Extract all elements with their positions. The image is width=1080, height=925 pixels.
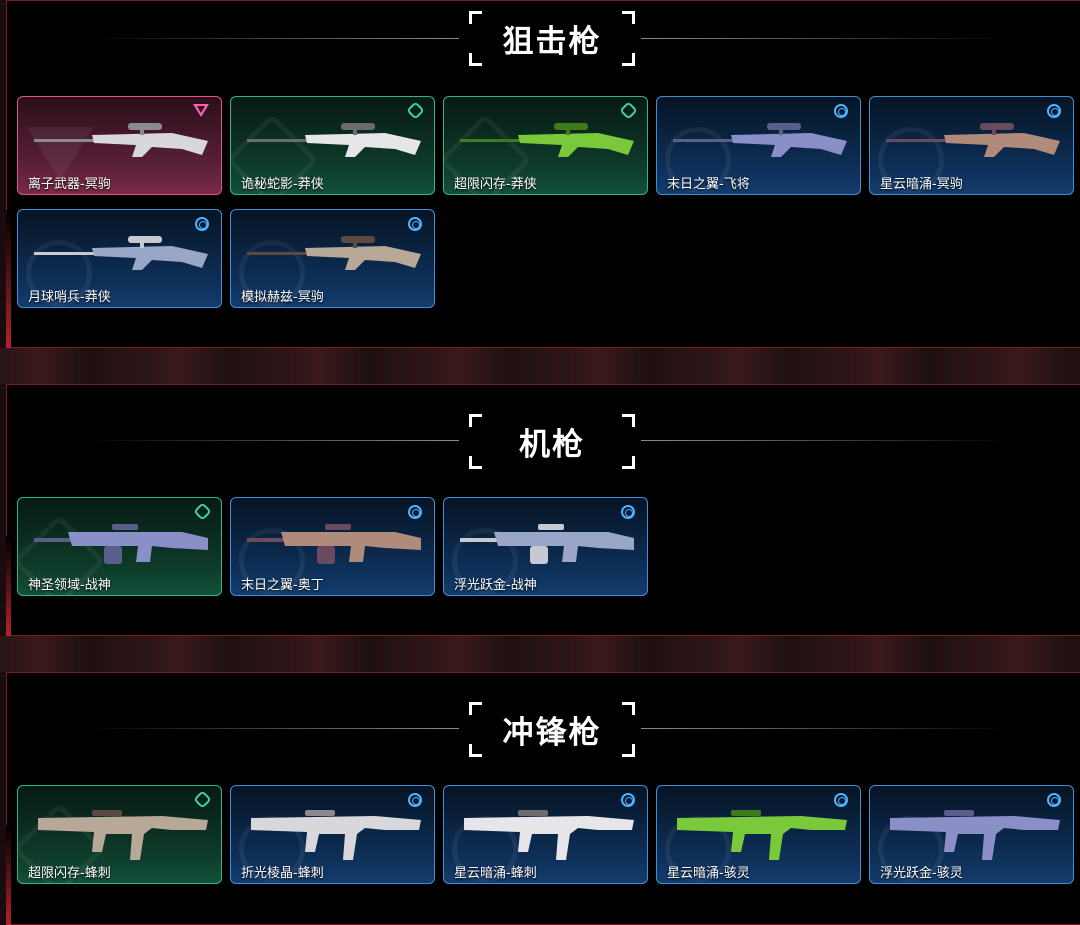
rarity-circle-icon	[621, 505, 635, 519]
weapon-image	[34, 236, 208, 270]
rarity-triangle-icon	[193, 104, 209, 117]
rarity-circle-icon	[834, 793, 848, 807]
section-title-frame: 狙击枪	[469, 11, 635, 66]
section-title: 狙击枪	[502, 24, 602, 60]
rarity-circle-icon	[834, 104, 848, 118]
rarity-circle-icon	[408, 505, 422, 519]
section-title-frame: 冲锋枪	[469, 702, 635, 757]
weapon-art	[32, 111, 210, 175]
section-title-frame: 机枪	[469, 414, 635, 469]
section-header: 冲锋枪	[7, 673, 1080, 757]
tier-watermark	[26, 127, 94, 179]
section-title: 机枪	[519, 427, 585, 463]
header-divider	[87, 728, 459, 729]
background-strip	[0, 636, 1080, 672]
weapon-skin-name: 星云暗涌-蜂刺	[454, 866, 537, 881]
weapon-skin-card[interactable]: 模拟赫兹-冥驹	[230, 209, 435, 308]
weapon-art	[32, 800, 210, 864]
weapon-image	[890, 810, 1060, 860]
section-header: 机枪	[7, 385, 1080, 469]
weapon-art	[245, 111, 423, 175]
weapon-skin-name: 折光棱晶-蜂刺	[241, 866, 324, 881]
weapon-art	[245, 800, 423, 864]
weapon-skin-name: 诡秘蛇影-莽侠	[241, 177, 324, 192]
section-sniper: 狙击枪 离子武器-冥驹 诡秘蛇影-莽侠 超限闪存-莽侠 末日之翼-飞将 星云暗涌…	[6, 0, 1080, 348]
weapon-image	[460, 524, 634, 564]
weapon-skin-card[interactable]: 超限闪存-莽侠	[443, 96, 648, 195]
weapon-skin-name: 离子武器-冥驹	[28, 177, 111, 192]
weapon-skin-name: 浮光跃金-骇灵	[880, 866, 963, 881]
weapon-image	[251, 810, 421, 860]
weapon-skin-card[interactable]: 星云暗涌-蜂刺	[443, 785, 648, 884]
rarity-circle-icon	[1047, 793, 1061, 807]
weapon-skin-card[interactable]: 超限闪存-蜂刺	[17, 785, 222, 884]
section-title: 冲锋枪	[502, 715, 602, 751]
weapon-skin-name: 超限闪存-莽侠	[454, 177, 537, 192]
weapon-skin-name: 星云暗涌-冥驹	[880, 177, 963, 192]
header-divider	[87, 440, 459, 441]
background-strip	[0, 348, 1080, 384]
weapon-image	[464, 810, 634, 860]
weapon-skin-card[interactable]: 折光棱晶-蜂刺	[230, 785, 435, 884]
tier-watermark	[239, 528, 305, 594]
weapon-skin-card[interactable]: 神圣领域-战神	[17, 497, 222, 596]
weapon-image	[460, 123, 634, 157]
weapon-skin-card[interactable]: 诡秘蛇影-莽侠	[230, 96, 435, 195]
header-divider	[87, 38, 459, 39]
weapon-skin-card[interactable]: 星云暗涌-冥驹	[869, 96, 1074, 195]
weapon-skin-card[interactable]: 末日之翼-奥丁	[230, 497, 435, 596]
weapon-art	[32, 512, 210, 576]
rarity-circle-icon	[1047, 104, 1061, 118]
header-divider	[641, 440, 1013, 441]
weapon-skin-card[interactable]: 浮光跃金-战神	[443, 497, 648, 596]
weapon-art	[884, 800, 1062, 864]
weapon-skin-card[interactable]: 末日之翼-飞将	[656, 96, 861, 195]
weapon-image	[247, 123, 421, 157]
weapon-art	[884, 111, 1062, 175]
weapon-image	[677, 810, 847, 860]
rarity-circle-icon	[621, 793, 635, 807]
weapon-image	[34, 524, 208, 564]
weapon-skin-card[interactable]: 浮光跃金-骇灵	[869, 785, 1074, 884]
weapon-art	[245, 512, 423, 576]
tier-watermark	[452, 528, 518, 594]
weapon-image	[673, 123, 847, 157]
weapon-skin-name: 模拟赫兹-冥驹	[241, 290, 324, 305]
section-header: 狙击枪	[7, 1, 1080, 81]
rarity-circle-icon	[195, 217, 209, 231]
weapon-art	[671, 111, 849, 175]
weapon-image	[34, 123, 208, 157]
header-divider	[641, 728, 1013, 729]
weapon-skin-name: 超限闪存-蜂刺	[28, 866, 111, 881]
weapon-image	[886, 123, 1060, 157]
weapon-skin-name: 神圣领域-战神	[28, 578, 111, 593]
weapon-skin-name: 月球哨兵-莽侠	[28, 290, 111, 305]
weapon-image	[247, 236, 421, 270]
weapon-skin-card[interactable]: 月球哨兵-莽侠	[17, 209, 222, 308]
weapon-skin-card[interactable]: 星云暗涌-骇灵	[656, 785, 861, 884]
tier-watermark	[239, 240, 305, 306]
weapon-art	[458, 111, 636, 175]
rarity-circle-icon	[408, 793, 422, 807]
weapon-image	[247, 524, 421, 564]
section-machine-gun: 机枪 神圣领域-战神 末日之翼-奥丁 浮光跃金-战神	[6, 384, 1080, 636]
weapon-skin-name: 星云暗涌-骇灵	[667, 866, 750, 881]
tier-watermark	[878, 127, 944, 193]
weapon-image	[38, 810, 208, 860]
weapon-skin-name: 末日之翼-飞将	[667, 177, 750, 192]
weapon-art	[458, 800, 636, 864]
weapon-skin-name: 末日之翼-奥丁	[241, 578, 324, 593]
rarity-circle-icon	[408, 217, 422, 231]
weapon-art	[245, 224, 423, 288]
tier-watermark	[26, 240, 92, 306]
weapon-skin-name: 浮光跃金-战神	[454, 578, 537, 593]
weapon-skin-card[interactable]: 离子武器-冥驹	[17, 96, 222, 195]
header-divider	[641, 38, 1013, 39]
weapon-art	[32, 224, 210, 288]
tier-watermark	[665, 127, 731, 193]
weapon-art	[671, 800, 849, 864]
weapon-art	[458, 512, 636, 576]
section-smg: 冲锋枪 超限闪存-蜂刺 折光棱晶-蜂刺 星云暗涌-蜂刺 星云暗涌-骇灵 浮光跃金…	[6, 672, 1080, 925]
